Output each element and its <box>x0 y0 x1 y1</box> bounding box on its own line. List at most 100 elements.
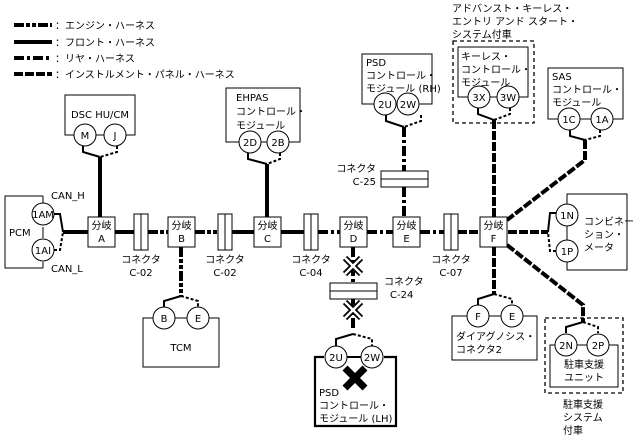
psd-rh-label-3: モジュール (RH) <box>366 84 441 95</box>
pin-1n-label: 1N <box>560 211 574 222</box>
park-option-3: 付車 <box>563 424 583 437</box>
pin-1am-label: 1AM <box>32 210 54 221</box>
diag-label-2: コネクタ2 <box>456 344 502 356</box>
branch-d-letter: D <box>350 234 358 245</box>
pin-e-label: E <box>509 312 515 323</box>
pcm-label: PCM <box>9 228 31 239</box>
ehpas-label-1: EHPAS <box>236 93 268 104</box>
pin-f-label: F <box>475 312 481 323</box>
legend-inst-label: ：インストルメント・パネル・ハーネス <box>55 69 235 81</box>
pin-2w-lh-label: 2W <box>364 353 380 364</box>
branch-d: 分岐 D <box>339 216 368 248</box>
psd-rh-label-2: コントロール・ <box>366 71 436 82</box>
branch-e-letter: E <box>403 234 409 245</box>
connector-c02-1: コネクタ C-02 <box>121 213 161 279</box>
branch-a: 分岐 A <box>87 216 116 248</box>
connector-c24: コネクタ C-24 <box>329 276 424 301</box>
dsc-module: DSC HU/CM M J <box>64 94 136 217</box>
pin-j-label: J <box>113 131 117 142</box>
combi-label-2: ション・ <box>584 230 624 241</box>
legend-rear-label: ：リヤ・ハーネス <box>55 53 135 65</box>
psd-lh-module: 2U 2W PSD コントロール・ モジュール (LH) <box>313 247 398 428</box>
sas-module: SAS コントロール・ モジュール 1C 1A <box>505 67 624 222</box>
c25-label: コネクタ <box>336 163 376 175</box>
c07-code: C-07 <box>439 268 462 279</box>
can-l-label: CAN_L <box>51 264 83 275</box>
tcm-module: B E TCM <box>142 247 220 368</box>
connector-c02-2: コネクタ C-02 <box>205 213 245 279</box>
pin-2d-label: 2D <box>243 138 257 149</box>
legend-front-label: ：フロント・ハーネス <box>55 37 155 49</box>
pin-1c-label: 1C <box>562 115 575 126</box>
connector-c25: コネクタ C-25 <box>336 163 429 188</box>
branch-e: 分岐 E <box>392 216 421 248</box>
c25-code: C-25 <box>353 177 376 188</box>
pin-e-tcm-label: E <box>195 314 201 325</box>
pin-2b-label: 2B <box>271 138 284 149</box>
branch-c-label: 分岐 <box>258 219 278 232</box>
branch-e-label: 分岐 <box>397 219 417 232</box>
c04-code: C-04 <box>299 268 322 279</box>
keyless-option-3: システム付車 <box>452 28 512 41</box>
pin-1a-label: 1A <box>595 115 608 126</box>
branch-c-letter: C <box>264 234 271 245</box>
branch-c: 分岐 C <box>253 216 282 248</box>
psd-lh-label-3: モジュール (LH) <box>319 414 392 425</box>
branch-f-label: 分岐 <box>484 219 504 232</box>
psd-lh-label-2: コントロール・ <box>319 401 389 412</box>
branch-f: 分岐 F <box>479 216 508 248</box>
diag-label-1: ダイアグノシス・ <box>456 330 535 343</box>
pin-2n-label: 2N <box>559 341 573 352</box>
pin-m-label: M <box>81 131 90 142</box>
keyless-option-1: アドバンスト・キーレス・ <box>452 3 572 15</box>
park-option-1: 駐車支援 <box>563 398 603 411</box>
c24-code: C-24 <box>390 290 413 301</box>
branch-f-letter: F <box>491 234 497 245</box>
park-label-1: 駐車支援 <box>564 358 604 371</box>
dsc-label: DSC HU/CM <box>71 110 129 121</box>
branch-a-label: 分岐 <box>92 219 112 232</box>
ehpas-label-3: モジュール <box>236 121 285 132</box>
c02-2-code: C-02 <box>213 268 236 279</box>
fault-x-icon <box>342 365 368 391</box>
branch-b-label: 分岐 <box>172 219 192 232</box>
psd-rh-module: PSD コントロール・ モジュール (RH) 2U 2W <box>361 53 441 217</box>
pin-b-label: B <box>161 314 168 325</box>
legend: ：エンジン・ハーネス ：フロント・ハーネス ：リヤ・ハーネス ：インストルメント… <box>14 20 235 81</box>
can-h-label: CAN_H <box>51 191 85 202</box>
branch-b: 分岐 B <box>167 216 196 248</box>
pin-1ai-label: 1AI <box>35 246 51 257</box>
psd-rh-label-1: PSD <box>366 58 386 69</box>
diagnosis-connector-module: F E ダイアグノシス・ コネクタ2 <box>451 247 538 361</box>
ehpas-module: EHPAS コントロール・ モジュール 2D 2B <box>225 87 306 217</box>
pin-1p-label: 1P <box>561 247 573 258</box>
pin-2w-rh-label: 2W <box>400 100 416 111</box>
sas-label-2: コントロール・ <box>552 85 622 96</box>
keyless-label-3: モジュール <box>461 78 510 89</box>
psd-lh-label-1: PSD <box>319 388 339 399</box>
pin-2u-lh-label: 2U <box>329 353 343 364</box>
branch-b-letter: B <box>178 234 185 245</box>
keyless-label-1: キーレス・ <box>461 52 511 63</box>
combi-label-3: メータ <box>584 242 614 254</box>
c07-label: コネクタ <box>431 254 471 266</box>
combi-label-1: コンビネー <box>584 216 634 228</box>
keyless-option-group: アドバンスト・キーレス・ エントリ アンド スタート・ システム付車 キーレス・… <box>452 3 578 217</box>
park-assist-group: 2N 2P 駐車支援 ユニット 駐車支援 システム 付車 <box>505 243 624 437</box>
c02-1-label: コネクタ <box>121 254 161 266</box>
legend-engine-label: ：エンジン・ハーネス <box>55 20 155 32</box>
keyless-option-2: エントリ アンド スタート・ <box>452 16 578 28</box>
c02-2-label: コネクタ <box>205 254 245 266</box>
pin-2u-rh-label: 2U <box>378 100 392 111</box>
pin-3w-label: 3W <box>500 93 516 104</box>
c02-1-code: C-02 <box>129 268 152 279</box>
c24-label: コネクタ <box>384 276 424 288</box>
branch-a-letter: A <box>98 234 105 245</box>
break-mark-upper-icon <box>342 255 364 277</box>
park-option-2: システム <box>563 412 603 424</box>
break-mark-lower-icon <box>342 299 364 321</box>
connector-c07: コネクタ C-07 <box>431 213 471 279</box>
park-label-2: ユニット <box>564 373 604 384</box>
connector-c04: コネクタ C-04 <box>291 213 331 279</box>
